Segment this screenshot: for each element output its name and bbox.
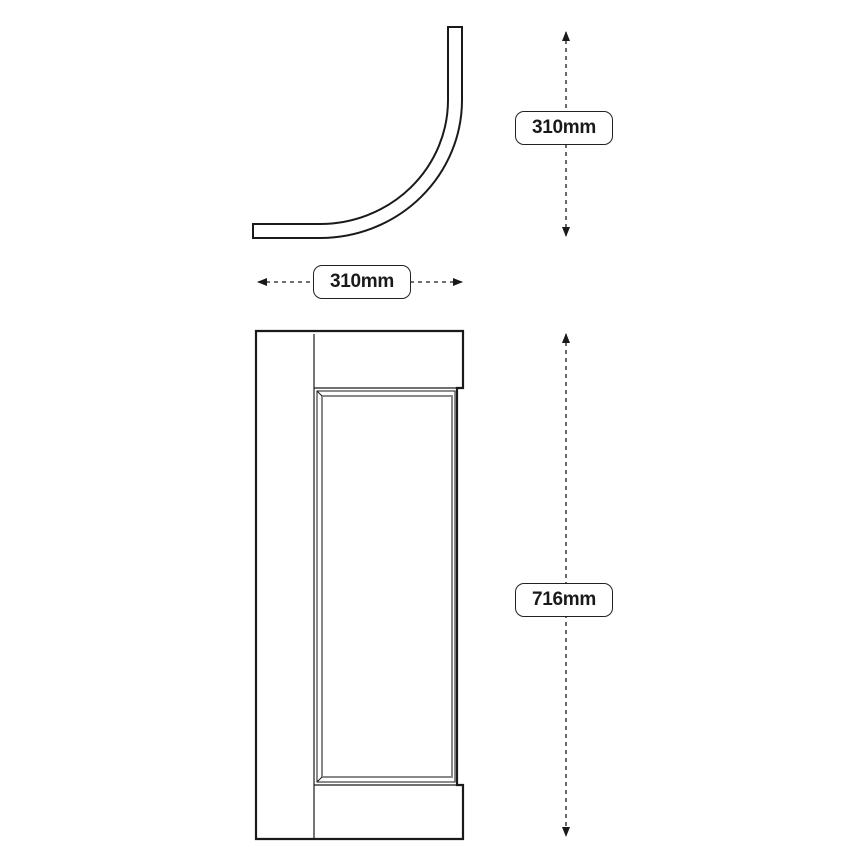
panel-outline <box>254 329 465 841</box>
corner-height-label: 310mm <box>515 111 613 145</box>
door-panel <box>254 329 465 841</box>
panel-height-label: 716mm <box>515 583 613 617</box>
raised-panel-inner <box>321 395 453 778</box>
curved-profile <box>252 26 463 239</box>
corner-width-label: 310mm <box>313 265 411 299</box>
raised-panel-outer <box>316 390 456 783</box>
